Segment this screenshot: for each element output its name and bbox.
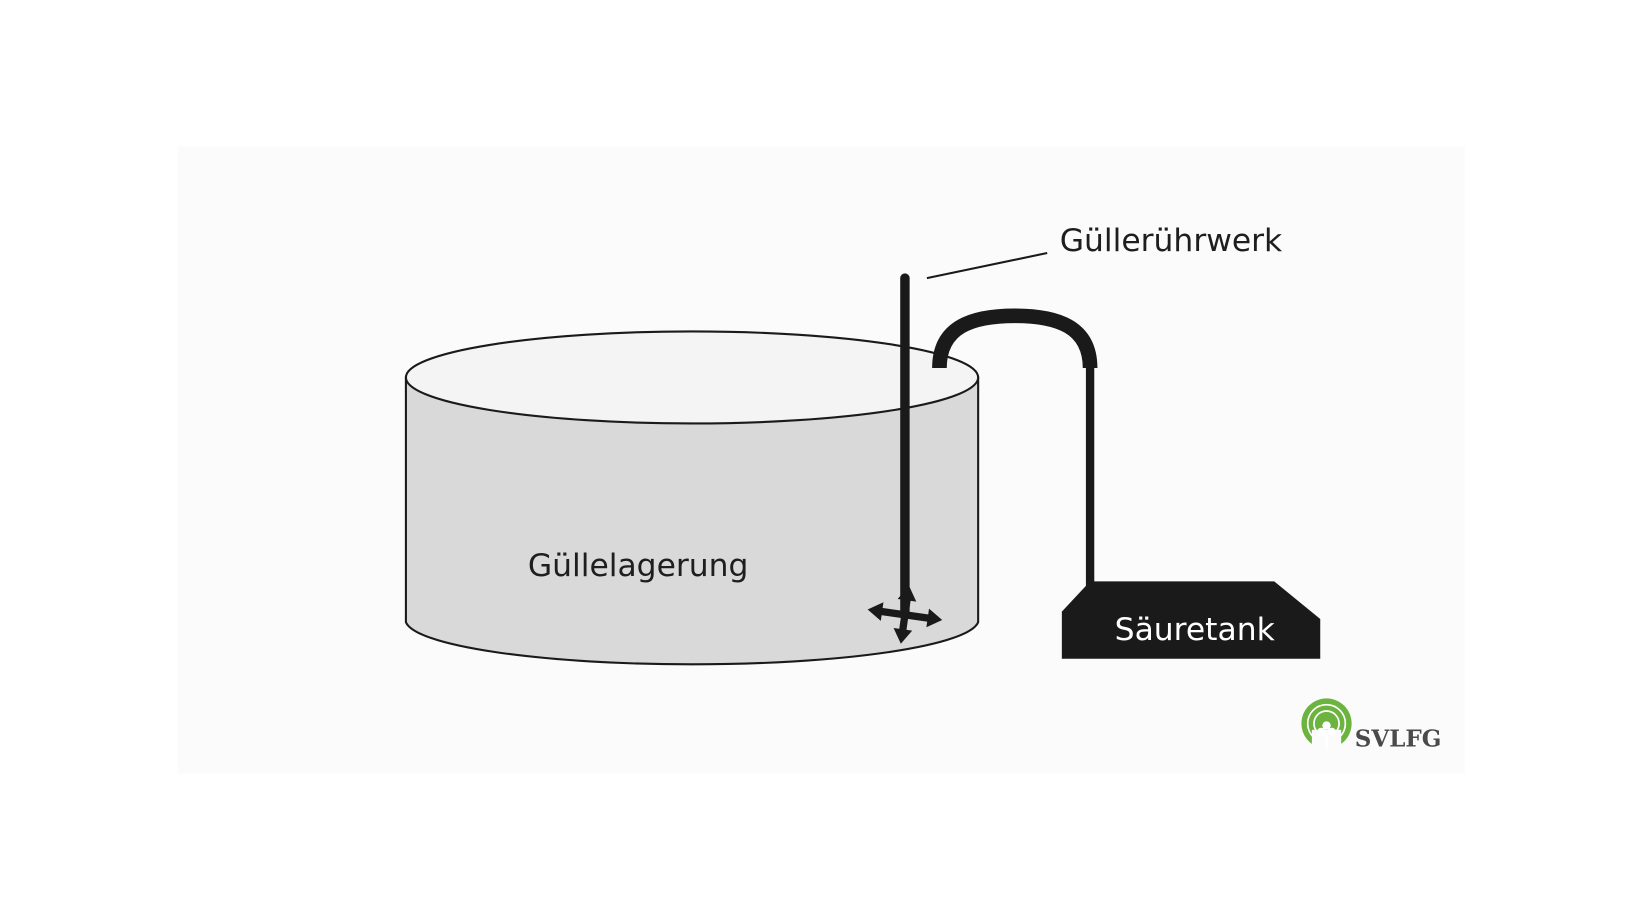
acid-tank	[1061, 581, 1321, 659]
stirrer-label: Güllerührwerk	[1060, 223, 1283, 259]
stirrer-leader-line	[926, 252, 1048, 280]
logo-text: SVLFG	[1355, 726, 1442, 753]
stirrer	[867, 252, 1048, 644]
storage-label: Güllelagerung	[528, 548, 749, 584]
tank-body	[404, 376, 980, 666]
tank-top	[404, 330, 980, 425]
svlfg-tree-icon	[1301, 698, 1352, 751]
slurry-storage-tank	[404, 330, 980, 666]
stirrer-arrows-icon	[867, 585, 943, 644]
acid-tank-label: Säuretank	[1115, 612, 1276, 648]
acid-hose	[932, 308, 1098, 588]
svlfg-logo: SVLFG	[1301, 698, 1442, 753]
